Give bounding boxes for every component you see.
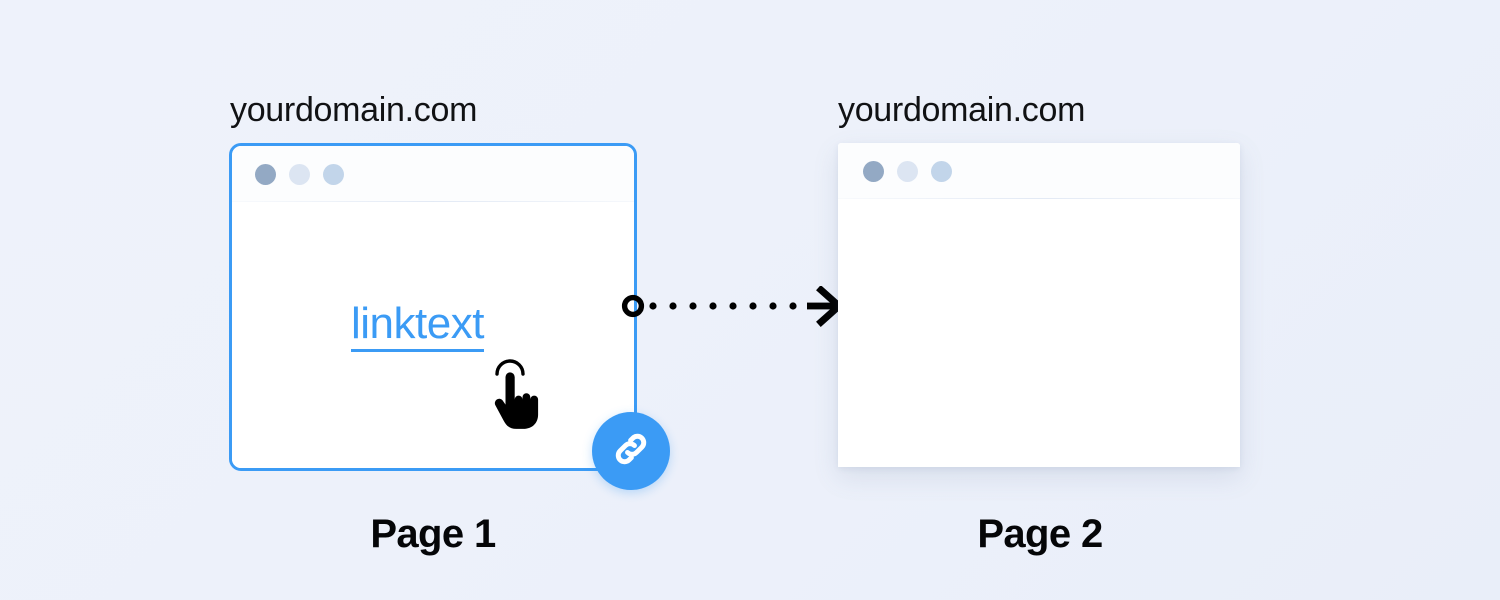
- page-2-titlebar: [838, 143, 1240, 199]
- link-badge[interactable]: [592, 412, 670, 490]
- window-dot-maximize-icon[interactable]: [931, 160, 952, 182]
- window-dot-minimize-icon[interactable]: [897, 160, 918, 182]
- window-dot-maximize-icon[interactable]: [323, 163, 344, 185]
- connector-arrowhead: [807, 285, 845, 327]
- connector-dots: [649, 302, 797, 310]
- page-1-titlebar: [232, 146, 634, 202]
- page-1-site-label: yourdomain.com: [230, 91, 478, 129]
- chain-link-icon: [610, 428, 652, 475]
- page-2-caption: Page 2: [977, 512, 1103, 556]
- dotted-link-arrow: [616, 285, 856, 333]
- window-dot-close-icon[interactable]: [255, 163, 276, 185]
- page-1-content-area: linktext: [232, 202, 634, 468]
- page-2-browser-window[interactable]: [838, 143, 1240, 467]
- window-dot-minimize-icon[interactable]: [289, 163, 310, 185]
- page-2-site-label: yourdomain.com: [838, 91, 1086, 129]
- page-2-content-area: [838, 199, 1240, 467]
- window-dot-close-icon[interactable]: [863, 160, 884, 182]
- page-1-caption: Page 1: [370, 512, 496, 556]
- pointing-hand-cursor-icon: [485, 358, 549, 430]
- page-1-browser-window[interactable]: linktext: [229, 143, 637, 471]
- page-1-hyperlink[interactable]: linktext: [351, 302, 484, 352]
